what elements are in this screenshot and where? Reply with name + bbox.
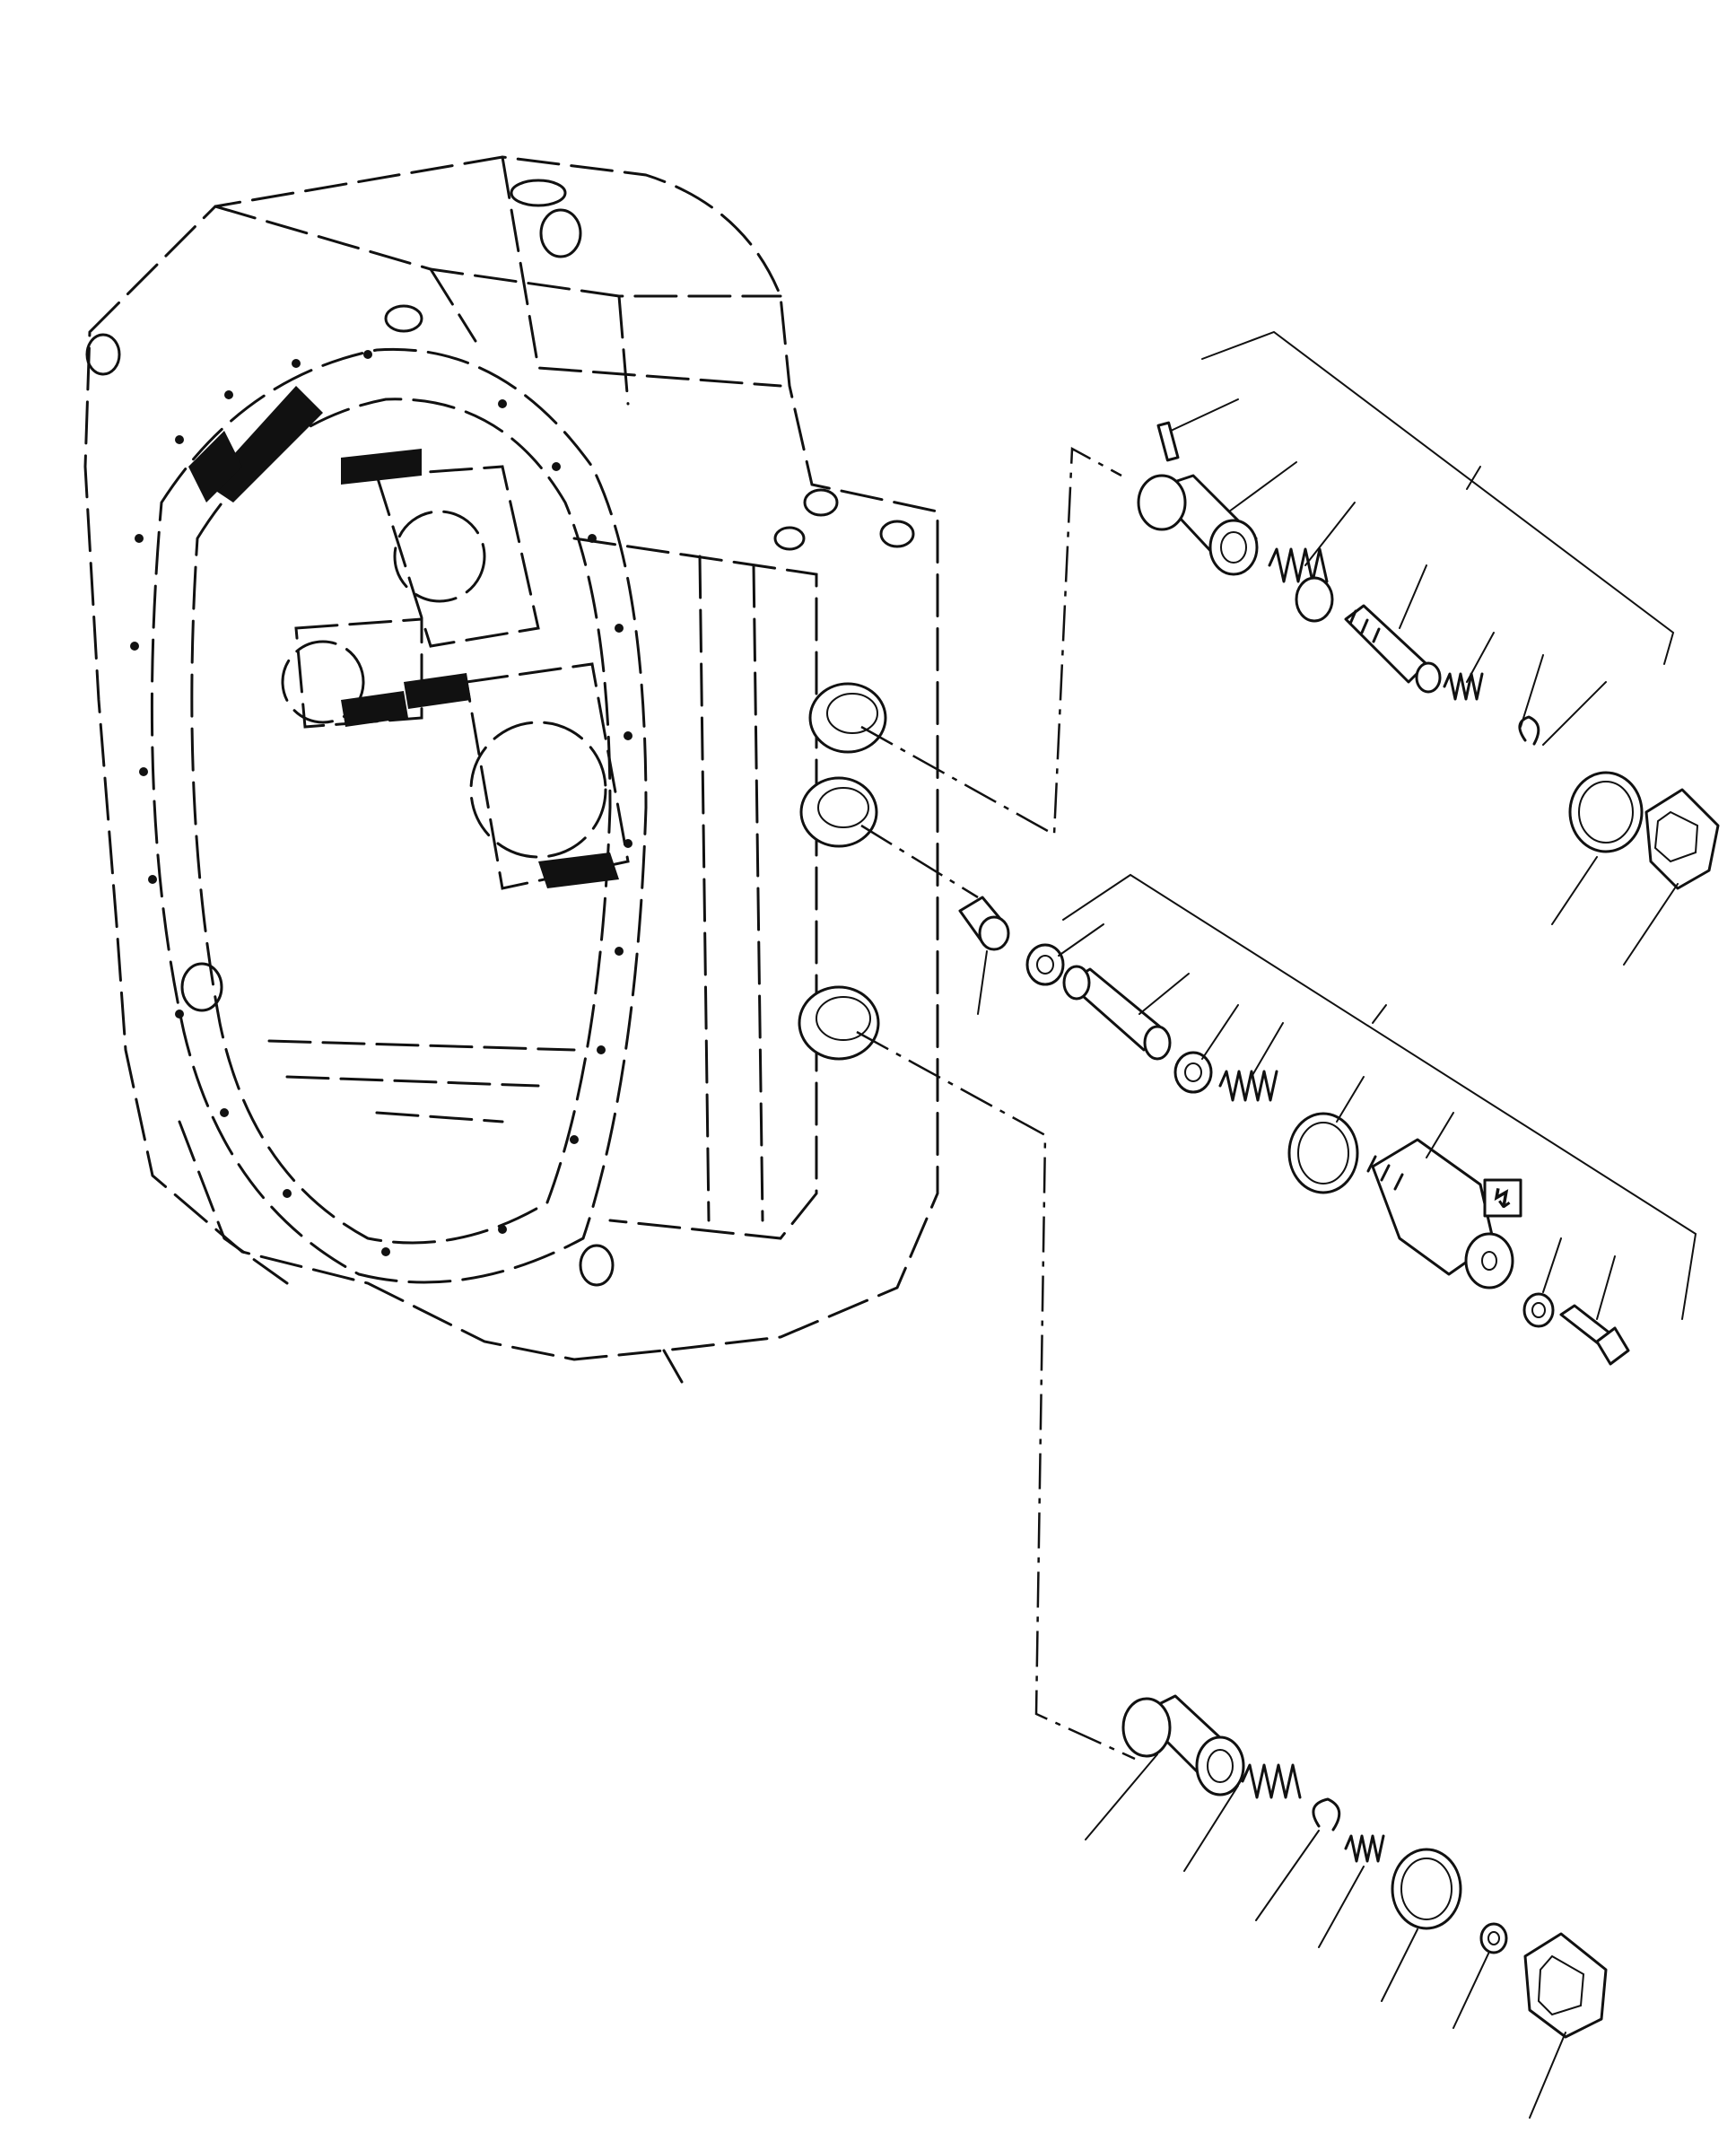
transmission-housing xyxy=(83,155,939,1384)
group-bracket-middle xyxy=(1062,873,1697,1320)
spring-lower-a xyxy=(1241,1763,1302,1799)
electrical-symbol: ↯ xyxy=(1483,1178,1522,1218)
electrical-symbol-glyph: ↯ xyxy=(1491,1184,1514,1215)
snap-ring-lower xyxy=(1312,1797,1341,1831)
pin xyxy=(1156,421,1180,462)
upper-valve-assembly xyxy=(1137,398,1720,966)
coil-spring xyxy=(1268,547,1334,623)
washer-lower xyxy=(1479,1922,1508,1954)
leader-lines-upper xyxy=(1170,398,1679,966)
washer-a xyxy=(1025,943,1065,986)
middle-valve-assembly: ↯ xyxy=(958,896,1630,1366)
valve-sleeve-lower xyxy=(1121,1694,1245,1796)
small-spring xyxy=(1443,672,1484,701)
housing-port-middle xyxy=(799,776,878,848)
group-bracket-upper xyxy=(1201,330,1675,665)
leader-lines-lower xyxy=(1085,1753,1566,2119)
spring-lower-b xyxy=(1344,1834,1385,1863)
hex-plug xyxy=(1644,788,1720,890)
washer-c xyxy=(1522,1292,1555,1328)
leader-lines-middle xyxy=(977,923,1616,1320)
washer-b xyxy=(1173,1051,1213,1094)
solenoid-body xyxy=(1366,1138,1514,1289)
snap-ring xyxy=(1518,715,1540,746)
spring-middle xyxy=(1218,1070,1278,1102)
bolt xyxy=(1559,1304,1630,1366)
assembly-lines xyxy=(856,446,1136,1761)
lower-valve-assembly xyxy=(1085,1694,1608,2119)
housing-port-lower xyxy=(798,985,880,1061)
o-ring-lower xyxy=(1391,1848,1462,1930)
cap-nut xyxy=(958,896,1010,951)
o-ring xyxy=(1568,771,1644,853)
valve-rod xyxy=(1062,965,1172,1061)
o-ring-middle xyxy=(1287,1112,1359,1194)
hex-plug-lower xyxy=(1523,1932,1608,2039)
valve-sleeve xyxy=(1137,474,1259,576)
housing-port-upper xyxy=(808,682,887,754)
valve-plunger xyxy=(1344,604,1442,694)
